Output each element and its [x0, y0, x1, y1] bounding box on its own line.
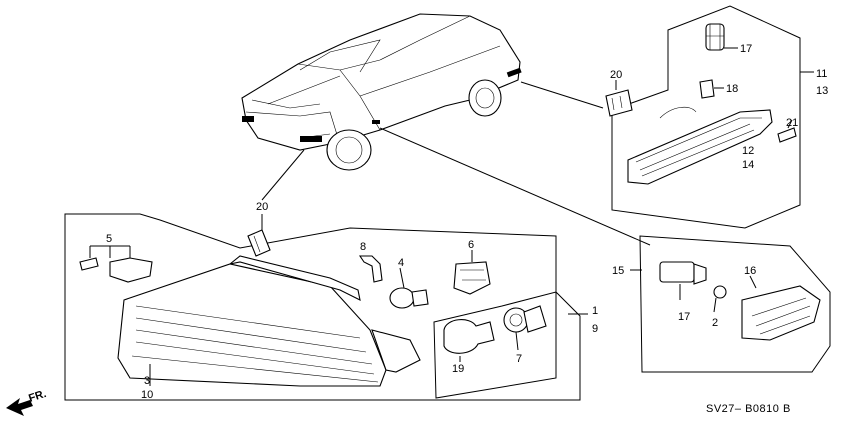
direction-label: FR. [27, 388, 48, 405]
socket-7 [503, 305, 547, 351]
callout-20-top: 20 [610, 69, 622, 81]
bracket-5 [79, 245, 153, 283]
callout-21: 21 [786, 117, 798, 129]
side-marker-lens [627, 106, 773, 185]
callout-8: 8 [360, 241, 366, 253]
callout-14: 14 [742, 159, 754, 171]
front-direction-arrow: FR. [6, 388, 48, 416]
bulb-2 [713, 285, 727, 313]
callout-20-left: 20 [256, 201, 268, 213]
callout-19: 19 [452, 363, 464, 375]
callout-13: 13 [816, 85, 828, 97]
callout-1: 1 [592, 305, 598, 317]
callout-labels: 1 9 3 10 4 5 6 7 8 19 20 20 17 18 11 13 … [106, 43, 828, 401]
callout-5: 5 [106, 233, 112, 245]
callout-17-top: 17 [740, 43, 752, 55]
callout-16: 16 [744, 265, 756, 277]
socket-17-top [705, 23, 738, 51]
callout-15: 15 [612, 265, 624, 277]
callout-9: 9 [592, 323, 598, 335]
callout-18: 18 [726, 83, 738, 95]
callout-3: 3 [144, 375, 150, 387]
marker-lamp-16 [741, 275, 821, 341]
callout-17-bottom: 17 [678, 311, 690, 323]
bulb-18 [699, 79, 724, 99]
bulb-socket-box [433, 291, 557, 399]
socket-6 [453, 250, 491, 295]
callout-12: 12 [742, 145, 754, 157]
callout-2: 2 [712, 317, 718, 329]
clip-20-left [247, 214, 271, 257]
bulb-19 [443, 319, 495, 362]
callout-11: 11 [816, 68, 827, 80]
screw-21 [777, 119, 797, 143]
bulb-4 [389, 267, 429, 309]
car-illustration [241, 13, 522, 171]
callout-10: 10 [141, 389, 153, 401]
side-marker-box [611, 5, 814, 229]
front-light-box [64, 213, 588, 401]
callout-4: 4 [398, 257, 404, 269]
clip-20-top [605, 80, 633, 117]
callout-6: 6 [468, 239, 474, 251]
front-lamp-lens [117, 255, 421, 387]
callout-7: 7 [516, 353, 522, 365]
diagram-code: SV27– B0810 B [706, 403, 791, 415]
marker-light-box [630, 235, 831, 373]
socket-17-bottom [659, 261, 707, 300]
wire-8 [358, 255, 383, 283]
